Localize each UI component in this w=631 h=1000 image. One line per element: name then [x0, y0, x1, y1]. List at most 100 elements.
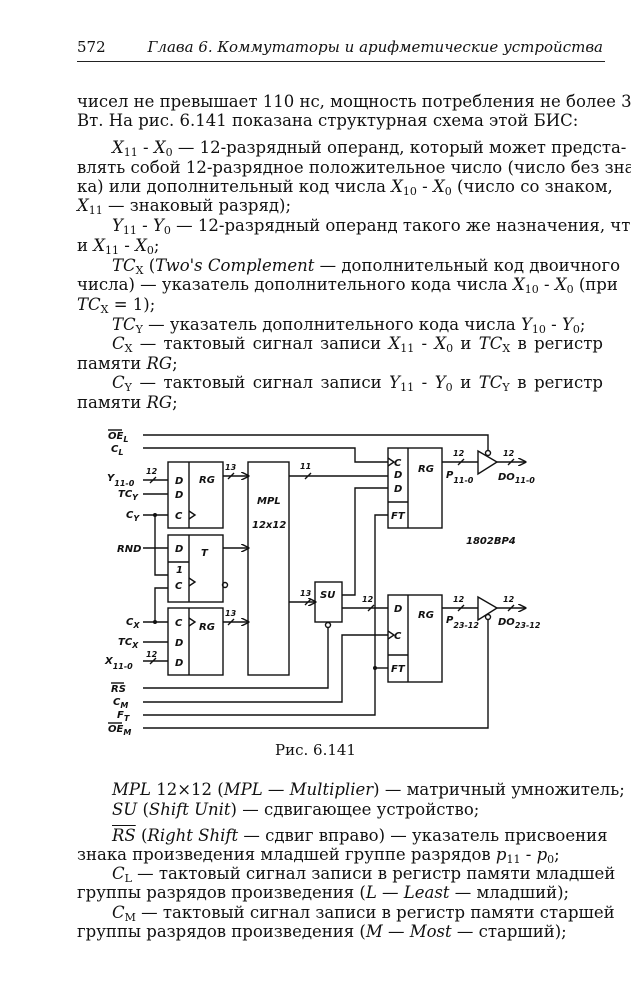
text-segment: p	[495, 845, 507, 864]
text-segment: Y	[389, 373, 401, 392]
text-segment: 10	[531, 323, 546, 336]
text-segment: числа) — указатель дополнительного кода …	[77, 275, 514, 294]
text-segment: TC	[478, 373, 503, 392]
text-segment: 10	[402, 185, 417, 198]
text-segment: (	[143, 256, 156, 275]
text-segment: знака произведения младшей группе разряд…	[77, 845, 496, 864]
text-segment: 0	[572, 323, 580, 336]
text-segment: группы разрядов произведения (	[77, 883, 366, 902]
text-segment: -	[545, 315, 562, 334]
wires	[108, 429, 525, 729]
svg-text:D: D	[175, 490, 183, 501]
text-segment: (число со знаком,	[451, 177, 613, 196]
text-segment: ) — сдвигающее устройство;	[230, 800, 480, 819]
text-segment: группы разрядов произведения (	[77, 922, 366, 941]
text-line: числа) — указатель дополнительного кода …	[77, 275, 618, 296]
text-segment: M — Most	[365, 922, 452, 941]
su-label: SU	[320, 590, 335, 601]
text-segment: MPL	[112, 780, 151, 799]
text-segment: -	[414, 334, 435, 353]
text-segment: 0	[444, 185, 452, 198]
text-segment: RS	[112, 826, 136, 845]
svg-text:12: 12	[146, 650, 158, 659]
label-c-y: CY	[126, 510, 140, 523]
text-segment: C	[112, 903, 125, 922]
figure-caption: Рис. 6.141	[275, 741, 356, 759]
text-segment: 12×12 (	[150, 780, 224, 799]
text-segment: 11	[123, 146, 138, 159]
text-segment: Two's Complement	[155, 256, 315, 275]
text-segment: 11	[506, 853, 521, 866]
text-segment: X	[513, 275, 525, 294]
text-segment: ) — матричный умножитель;	[373, 780, 625, 799]
text-line: CX — тактовый сигнал записи X11 - X0 и T…	[112, 334, 604, 355]
buffer-high	[477, 595, 499, 622]
text-segment: — сдвиг вправо) — указатель присвоения	[238, 826, 608, 845]
label-rs: RS	[111, 684, 126, 695]
text-segment: Y	[562, 315, 573, 334]
svg-text:C: C	[175, 511, 183, 522]
multiplier-mpl	[247, 461, 290, 676]
svg-text:12: 12	[503, 595, 515, 604]
text-segment: Y	[502, 381, 510, 394]
svg-text:C: C	[394, 458, 402, 469]
chip-label: 1802BP4	[466, 536, 516, 547]
text-segment: — 12-разрядный операнд, который может пр…	[172, 138, 627, 157]
text-segment: — младший);	[449, 883, 570, 902]
text-segment: — 12-разрядный операнд такого же назначе…	[170, 216, 631, 235]
rg-low-label: RG	[418, 464, 434, 475]
text-segment: p	[536, 845, 548, 864]
text-line: и X11 - X0;	[77, 236, 603, 256]
running-header: 572 Глава 6. Коммутаторы и арифметически…	[77, 38, 603, 56]
register-y	[167, 461, 224, 529]
text-segment: C	[112, 864, 125, 883]
svg-text:1: 1	[176, 565, 183, 576]
text-segment: ;	[153, 236, 160, 255]
text-segment: X	[93, 236, 105, 255]
text-line: CY — тактовый сигнал записи Y11 - Y0 и T…	[112, 373, 603, 394]
t-label: T	[201, 548, 209, 559]
text-segment: — указатель дополнительного кода числа	[142, 315, 522, 334]
svg-text:12: 12	[146, 467, 158, 476]
text-segment: памяти	[77, 354, 147, 373]
text-line: MPL 12×12 (MPL — Multiplier) — матричный…	[112, 780, 625, 799]
svg-text:12x12: 12x12	[252, 520, 286, 531]
svg-text:D: D	[175, 658, 183, 669]
text-segment: — старший);	[451, 922, 567, 941]
text-segment: 10	[524, 283, 539, 296]
text-segment: Y	[434, 373, 446, 392]
text-line: влять собой 12-разрядное положительное ч…	[77, 158, 631, 177]
text-segment: в регистр	[510, 334, 604, 353]
text-segment: 0	[445, 381, 453, 394]
text-segment: Y	[152, 216, 164, 235]
text-segment: C	[112, 373, 125, 392]
svg-text:C: C	[394, 631, 402, 642]
text-segment: C	[112, 334, 125, 353]
text-segment: ;	[172, 354, 178, 373]
label-c-x: CX	[126, 617, 140, 630]
svg-text:12: 12	[453, 595, 465, 604]
text-segment: (	[135, 826, 148, 845]
text-segment: -	[538, 275, 555, 294]
text-segment: -	[416, 177, 433, 196]
rg-x-label: RG	[199, 622, 215, 633]
svg-text:12: 12	[453, 449, 465, 458]
text-segment: и	[453, 334, 479, 353]
text-line: SU (Shift Unit) — сдвигающее устройство;	[112, 800, 603, 819]
text-segment: 11	[400, 342, 415, 355]
text-segment: — дополнительный код двоичного	[314, 256, 621, 275]
label-oe-m: OEM	[108, 724, 131, 737]
label-p-low: P11-0	[446, 470, 474, 485]
rg-high-label: RG	[418, 610, 434, 621]
label-y: Y11-0	[107, 473, 135, 488]
text-line: памяти RG;	[77, 393, 603, 412]
diagram-labels: OEL CL Y11-0 TCY CY RND CX TCX X11-0 RS …	[104, 431, 541, 737]
text-segment: X	[502, 342, 511, 355]
svg-text:D: D	[175, 544, 183, 555]
text-line: памяти RG;	[77, 354, 603, 373]
mpl-label: MPL	[257, 496, 281, 507]
text-segment: Right Shift	[147, 826, 239, 845]
text-line: RS (Right Shift — сдвиг вправо) — указат…	[112, 826, 608, 845]
text-segment: — тактовый сигнал записи	[132, 334, 389, 353]
